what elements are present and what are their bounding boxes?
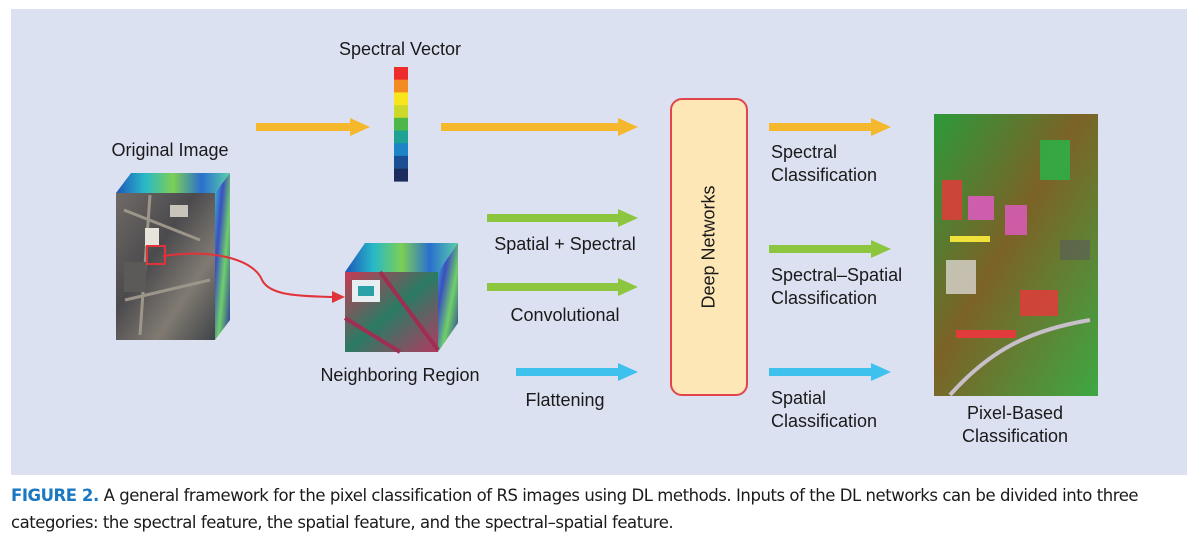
spectral-spatial-classification-label-1: Spectral–Spatial	[771, 265, 903, 285]
spectral-band-4	[394, 105, 408, 119]
spectral-arrows	[256, 118, 891, 136]
spectral-classification-label-2: Classification	[771, 165, 878, 185]
spatial-arrows	[516, 363, 891, 381]
spectral-spatial-classification-label-2: Classification	[771, 288, 878, 308]
figure-caption-label: FIGURE 2.	[11, 486, 99, 505]
spectral-band-6	[394, 130, 408, 144]
pixel-based-label-1: Pixel-Based	[966, 403, 1064, 423]
spatial-classification-label-2: Classification	[771, 411, 878, 431]
spectral-band-2	[394, 79, 408, 93]
spectral-band-3	[394, 92, 408, 106]
framework-diagram	[116, 67, 1098, 397]
spectral-band-5	[394, 117, 408, 131]
convolutional-label: Convolutional	[510, 305, 620, 325]
spectral-band-8	[394, 155, 408, 169]
original-image-label: Original Image	[111, 140, 229, 160]
deep-networks-box	[670, 98, 748, 396]
spectral-band-1	[394, 67, 408, 80]
connector-arrowhead	[332, 291, 345, 303]
spectral-spatial-arrows	[487, 209, 891, 296]
spatial-classification-label-1: Spatial	[771, 388, 827, 408]
spectral-band-7	[394, 143, 408, 157]
flattening-label: Flattening	[525, 390, 605, 410]
deep-networks-label: Deep Networks	[698, 185, 719, 309]
figure-caption-text: A general framework for the pixel classi…	[11, 486, 1139, 532]
spectral-band-9	[394, 168, 408, 182]
original-image-cube	[116, 173, 230, 340]
region-connector-arrow	[162, 252, 334, 298]
pixel-based-label-2: Classification	[961, 426, 1069, 446]
figure-caption: FIGURE 2. A general framework for the pi…	[11, 482, 1187, 536]
spectral-vector	[394, 67, 408, 182]
spatial-spectral-label: Spatial + Spectral	[494, 234, 636, 254]
spectral-vector-label: Spectral Vector	[338, 39, 462, 59]
neighboring-region-label: Neighboring Region	[320, 365, 480, 385]
neighboring-region-cube	[343, 243, 458, 354]
classification-map	[934, 114, 1098, 397]
spectral-classification-label-1: Spectral	[771, 142, 838, 162]
